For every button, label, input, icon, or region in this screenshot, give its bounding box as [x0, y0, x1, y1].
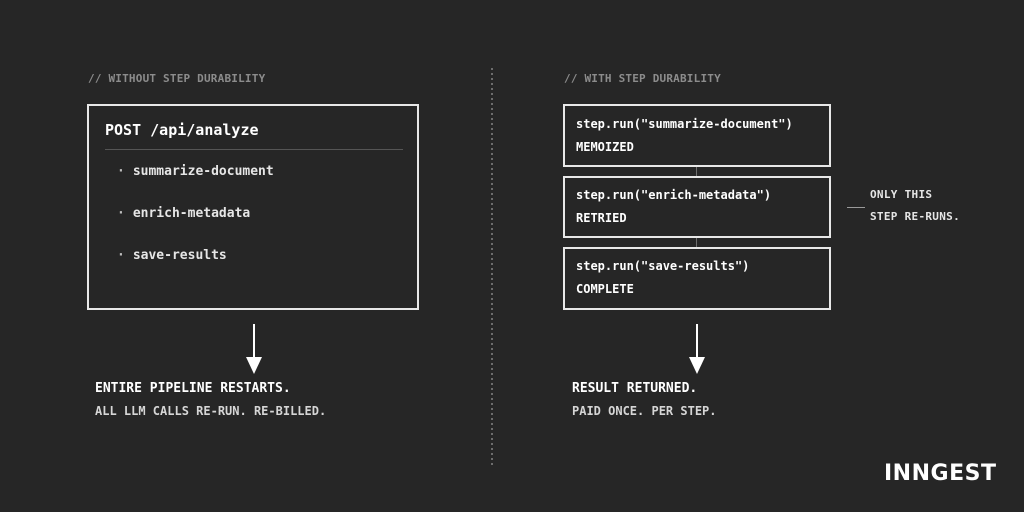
down-arrow-icon: [689, 324, 705, 374]
endpoint-title: POST /api/analyze: [105, 121, 259, 139]
left-outcome-subtitle: ALL LLM CALLS RE-RUN. RE-BILLED.: [95, 404, 327, 418]
inngest-logo: INNGEST: [884, 461, 997, 486]
step-status: COMPLETE: [576, 282, 634, 296]
down-arrow-icon: [246, 324, 262, 374]
step-code: step.run("enrich-metadata"): [576, 188, 772, 202]
note-line-1: ONLY THIS: [870, 188, 933, 201]
step-box-enrich: step.run("enrich-metadata") RETRIED: [563, 176, 831, 238]
right-outcome-subtitle: PAID ONCE. PER STEP.: [572, 404, 717, 418]
right-heading: // WITH STEP DURABILITY: [564, 72, 721, 85]
list-item: ·enrich-metadata: [117, 206, 251, 221]
step-status: RETRIED: [576, 211, 627, 225]
right-outcome-title: RESULT RETURNED.: [572, 381, 698, 396]
endpoint-divider: [105, 149, 403, 150]
panel-divider: [491, 68, 493, 466]
step-connector: [696, 166, 697, 178]
step-box-summarize: step.run("summarize-document") MEMOIZED: [563, 104, 831, 167]
note-line-2: STEP RE-RUNS.: [870, 210, 960, 223]
step-connector: [696, 237, 697, 249]
step-code: step.run("summarize-document"): [576, 117, 793, 131]
step-code: step.run("save-results"): [576, 259, 750, 273]
list-item: ·save-results: [117, 248, 227, 263]
left-outcome-title: ENTIRE PIPELINE RESTARTS.: [95, 381, 291, 396]
step-box-save: step.run("save-results") COMPLETE: [563, 247, 831, 310]
note-pointer: [847, 207, 865, 208]
step-status: MEMOIZED: [576, 140, 634, 154]
left-heading: // WITHOUT STEP DURABILITY: [88, 72, 266, 85]
endpoint-box: POST /api/analyze ·summarize-document ·e…: [87, 104, 419, 310]
list-item: ·summarize-document: [117, 164, 274, 179]
